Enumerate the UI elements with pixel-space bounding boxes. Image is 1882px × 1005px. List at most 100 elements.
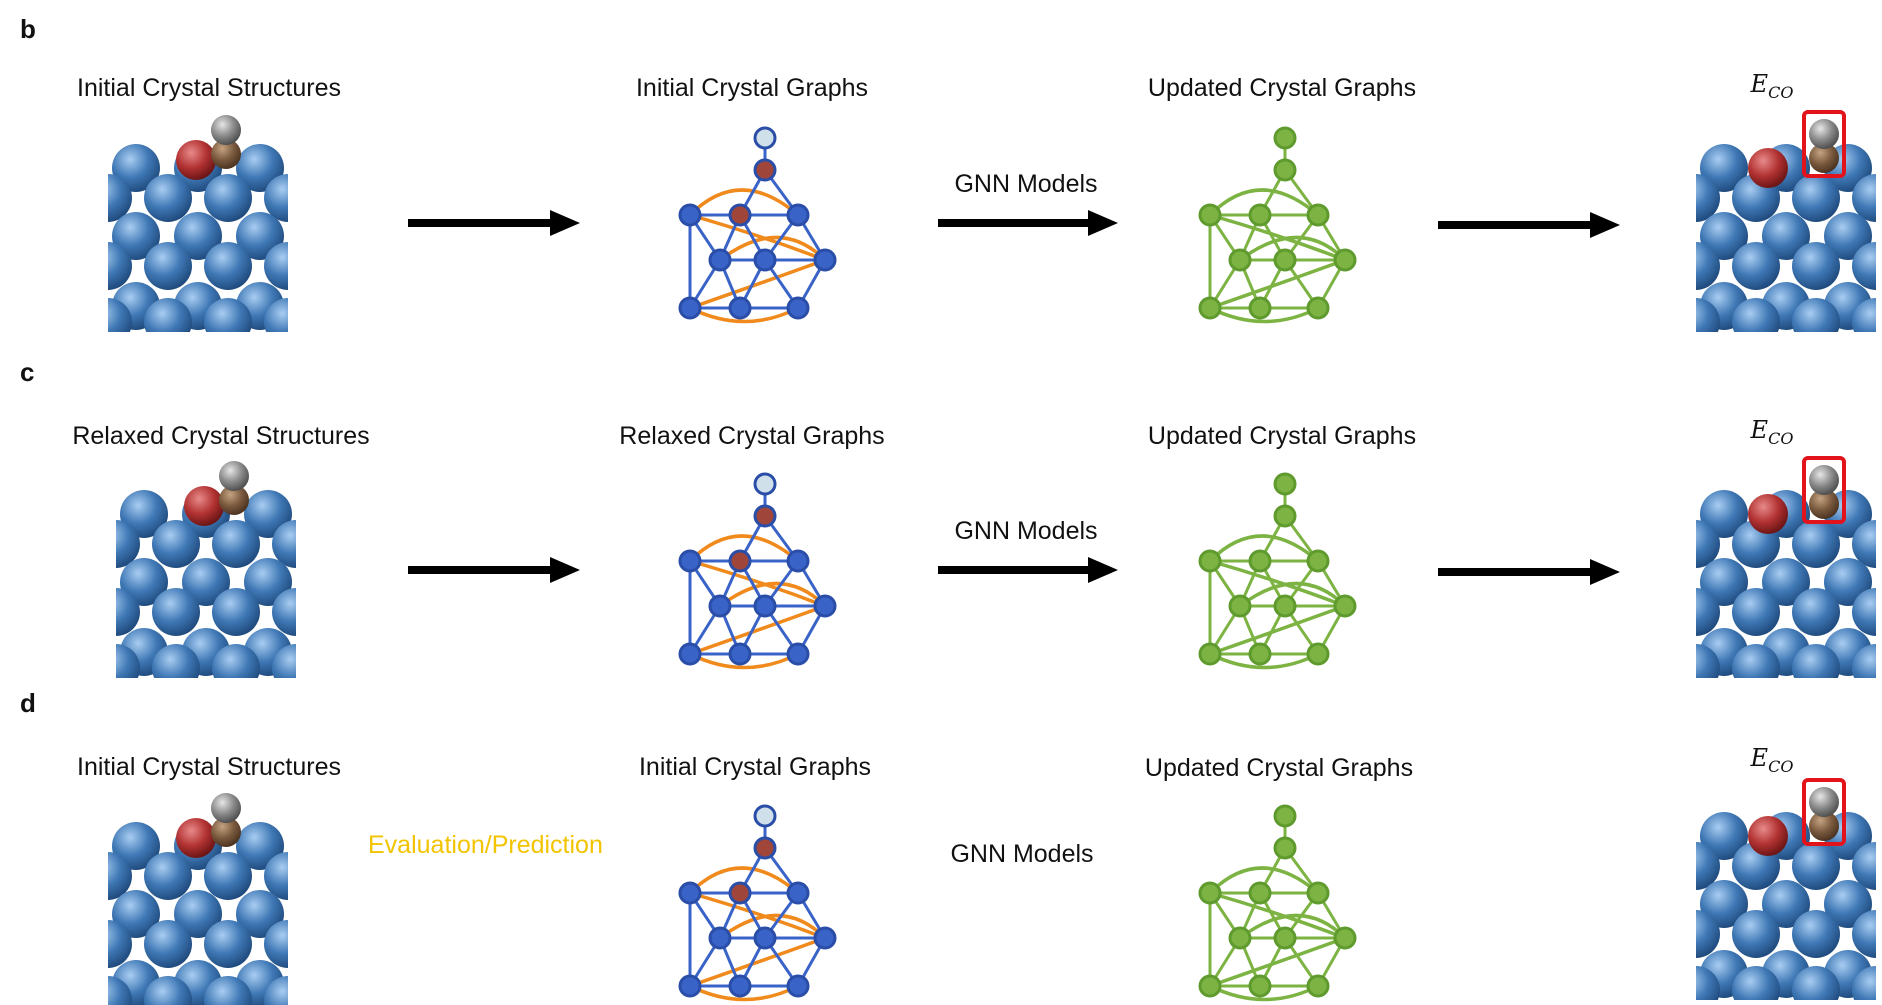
arrow <box>938 210 1118 236</box>
metal-atom <box>272 644 296 678</box>
metal-atom <box>244 490 292 538</box>
distance-edge <box>689 258 826 310</box>
updated-crystal-graph <box>1198 472 1357 670</box>
carbon-atom <box>211 139 241 169</box>
predicted-structure <box>1696 778 1876 1000</box>
metal-atom <box>1700 812 1748 860</box>
metal-atom <box>1700 558 1748 606</box>
predicted-structure <box>1696 456 1876 678</box>
metal-atom <box>204 920 252 968</box>
oxygen-atom <box>1809 465 1839 495</box>
graph-node <box>678 296 702 320</box>
metal-atom <box>212 644 260 678</box>
graph-node <box>1306 549 1330 573</box>
updated-crystal-graph <box>1198 804 1357 1002</box>
graph-node <box>753 594 777 618</box>
graph-node <box>708 248 732 272</box>
metal-atom <box>204 852 252 900</box>
graph-node <box>678 881 702 905</box>
metal-atom <box>272 588 296 636</box>
graph-node <box>728 881 752 905</box>
metal-atom <box>144 242 192 290</box>
graph-node <box>708 926 732 950</box>
metal-atom <box>116 520 140 568</box>
arrow <box>938 557 1118 583</box>
graph-node <box>1306 296 1330 320</box>
graph-node <box>786 881 810 905</box>
metal-atom <box>144 852 192 900</box>
graph-title: Initial Crystal Graphs <box>638 753 872 781</box>
metal-atom <box>174 212 222 260</box>
metal-atom <box>1852 174 1876 222</box>
updated-graph-title: Updated Crystal Graphs <box>1144 754 1414 782</box>
graph-node <box>1248 974 1272 998</box>
evaluation-prediction-label: Evaluation/Prediction <box>368 831 603 859</box>
metal-atom <box>244 558 292 606</box>
metal-atom <box>1732 588 1780 636</box>
metal-atom <box>120 490 168 538</box>
graph-node <box>728 642 752 666</box>
relaxed-crystal-graph <box>678 472 837 670</box>
oxygen-atom <box>1809 119 1839 149</box>
metal-atom <box>1732 298 1780 332</box>
arrow-label: GNN Models <box>954 170 1098 198</box>
structure-title: Relaxed Crystal Structures <box>72 422 370 450</box>
metal-atom <box>120 558 168 606</box>
graph-node <box>1248 203 1272 227</box>
metal-atom <box>144 920 192 968</box>
metal-atom <box>272 520 296 568</box>
graph-node <box>813 248 837 272</box>
highlight-box <box>1802 110 1846 178</box>
panel-d: d Initial Crystal Structures Initial Cry… <box>20 688 1876 1005</box>
arrow-head <box>550 210 580 236</box>
highlight-box <box>1802 456 1846 524</box>
metal-atom <box>1824 558 1872 606</box>
graph-node <box>1273 158 1297 182</box>
distance-edge <box>689 559 826 608</box>
target-label: ECO <box>1750 70 1794 102</box>
panel-label: c <box>20 357 35 387</box>
metal-atom <box>108 298 132 332</box>
metal-atom <box>182 558 230 606</box>
arrow-head <box>1088 210 1118 236</box>
graph-node <box>1306 203 1330 227</box>
metal-atom <box>1696 588 1720 636</box>
panel-b: b Initial Crystal Structures Initial Cry… <box>0 0 1882 332</box>
oxygen-atom <box>1809 787 1839 817</box>
graph-node <box>1333 594 1357 618</box>
target-label: ECO <box>1750 416 1794 448</box>
graph-node <box>1306 974 1330 998</box>
panel-label: b <box>20 14 36 44</box>
graph-node <box>678 974 702 998</box>
graph-node <box>753 472 777 496</box>
graph-title: Relaxed Crystal Graphs <box>619 422 885 450</box>
graph-node <box>1333 248 1357 272</box>
graph-node <box>1198 203 1222 227</box>
distance-edge <box>1238 581 1347 608</box>
graph-node <box>753 158 777 182</box>
graph-node <box>786 549 810 573</box>
graph-node <box>1273 248 1297 272</box>
updated-graph-title: Updated Crystal Graphs <box>1147 422 1417 450</box>
dopant-atom <box>1748 816 1788 856</box>
crystal-structure <box>116 461 296 678</box>
metal-atom <box>236 212 284 260</box>
metal-atom <box>108 174 132 222</box>
metal-atom <box>112 144 160 192</box>
crystal-structure <box>108 115 288 332</box>
graph-node <box>786 642 810 666</box>
distance-edge <box>689 652 799 670</box>
metal-atom <box>1852 520 1876 568</box>
metal-atom <box>264 920 288 968</box>
graph-node <box>1198 974 1222 998</box>
metal-atom <box>1792 174 1840 222</box>
graph-node <box>786 296 810 320</box>
graph-node <box>1273 804 1297 828</box>
metal-atom <box>1792 910 1840 958</box>
metal-atom <box>1696 242 1720 290</box>
carbon-atom <box>211 817 241 847</box>
graph-node <box>753 504 777 528</box>
metal-atom <box>1852 242 1876 290</box>
metal-atom <box>212 520 260 568</box>
distance-edge <box>1209 306 1319 324</box>
